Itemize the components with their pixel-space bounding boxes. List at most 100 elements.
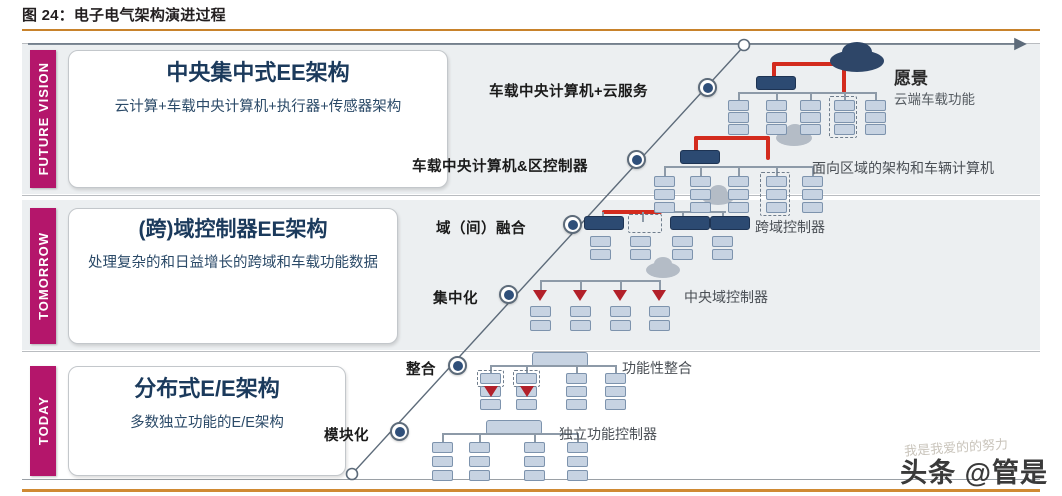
diagram-ecu bbox=[802, 189, 823, 200]
stage-node-modular[interactable] bbox=[390, 422, 409, 441]
diagram-ecu bbox=[865, 112, 886, 123]
diagram-bus bbox=[490, 365, 616, 367]
stage-node-vehicle-computer-zone[interactable] bbox=[627, 150, 646, 169]
era-tab-today[interactable]: TODAY bbox=[30, 366, 56, 476]
diagram-ecu bbox=[649, 306, 670, 317]
diagram-ecu bbox=[766, 176, 787, 187]
diagram-ecu bbox=[480, 373, 501, 384]
diagram-ecu bbox=[567, 456, 588, 467]
diagram-centralized bbox=[530, 257, 680, 338]
stage-node-domain-fusion[interactable] bbox=[563, 215, 582, 234]
diagram-ecu bbox=[516, 399, 537, 410]
stage-label-integration: 整合 bbox=[406, 362, 436, 378]
era-tab-tomorrow[interactable]: TOMORROW bbox=[30, 208, 56, 344]
diagram-ecu bbox=[834, 100, 855, 111]
diagram-ecu bbox=[630, 236, 651, 247]
diagram-ecu bbox=[610, 306, 631, 317]
era-tab-future-vision[interactable]: FUTURE VISION bbox=[30, 50, 56, 188]
diagram-ecu bbox=[834, 112, 855, 123]
diagram-wire bbox=[659, 280, 661, 292]
diagram-ecu bbox=[728, 124, 749, 135]
diagram-ecu bbox=[690, 176, 711, 187]
diagram-integration bbox=[477, 352, 626, 410]
diagram-ecu bbox=[516, 373, 537, 384]
stage-node-vehicle-computer-cloud[interactable] bbox=[698, 78, 717, 97]
diagram-ecu bbox=[469, 470, 490, 481]
card-tomorrow: (跨)域控制器EE架构 处理复杂的和日益增长的跨域和车载功能数据 bbox=[68, 208, 398, 344]
diagram-ecu bbox=[802, 202, 823, 213]
stage-node-centralized[interactable] bbox=[499, 285, 518, 304]
card-future-vision: 中央集中式EE架构 云计算+车载中央计算机+执行器+传感器架构 bbox=[68, 50, 448, 188]
diagram-ecu bbox=[712, 236, 733, 247]
diagram-ecu bbox=[834, 124, 855, 135]
diagram-wire bbox=[526, 365, 528, 374]
diagram-wire bbox=[664, 166, 666, 176]
band-divider-1 bbox=[22, 195, 1040, 196]
zone-link bbox=[694, 136, 698, 152]
diagram-wire bbox=[700, 166, 702, 176]
caption-rule bbox=[22, 29, 1040, 31]
diagram-ecu bbox=[566, 373, 587, 384]
diagram-ecu bbox=[728, 189, 749, 200]
card-subtitle-today: 多数独立功能的E/E架构 bbox=[130, 414, 284, 431]
diagram-bus bbox=[738, 92, 876, 94]
diagram-ecu bbox=[567, 470, 588, 481]
cloud-link bbox=[842, 64, 846, 94]
diagram-ecu bbox=[590, 236, 611, 247]
diagram-domain-fusion bbox=[584, 185, 750, 264]
diagram-wire bbox=[738, 92, 740, 100]
diagram-ecu bbox=[630, 249, 651, 260]
diagram-wire bbox=[540, 280, 542, 292]
diagram-wire bbox=[580, 280, 582, 292]
cloud-icon bbox=[842, 42, 872, 62]
zone-link bbox=[694, 136, 770, 140]
stage-node-integration[interactable] bbox=[448, 356, 467, 375]
card-title-future: 中央集中式EE架构 bbox=[166, 60, 350, 85]
diagram-hub-block bbox=[486, 420, 542, 435]
diagram-ecu bbox=[766, 202, 787, 213]
diagram-ecu bbox=[649, 320, 670, 331]
cloud-icon bbox=[654, 257, 672, 271]
stage-label-centralized: 集中化 bbox=[433, 291, 478, 307]
diagram-ecu bbox=[654, 189, 675, 200]
diagram-ecu bbox=[566, 386, 587, 397]
diagram-ecu bbox=[728, 112, 749, 123]
diagram-ecu bbox=[570, 320, 591, 331]
diagram-canvas: FUTURE VISION TOMORROW TODAY 中央集中式EE架构 云… bbox=[22, 36, 1040, 484]
zone-link bbox=[766, 136, 770, 160]
domain-controller-block bbox=[670, 216, 710, 230]
diagram-highlight-box bbox=[628, 214, 662, 233]
diagram-ecu bbox=[524, 470, 545, 481]
evolution-arrow bbox=[28, 37, 1027, 481]
diagram-wire bbox=[576, 365, 578, 374]
diagram-ecu bbox=[605, 373, 626, 384]
diagram-wire bbox=[812, 166, 814, 176]
card-title-tomorrow: (跨)域控制器EE架构 bbox=[138, 218, 328, 241]
diagram-ecu bbox=[480, 399, 501, 410]
diagram-ecu bbox=[802, 176, 823, 187]
vehicle-computer-block bbox=[756, 76, 796, 90]
diagram-ecu bbox=[800, 100, 821, 111]
stage-label-domain-fusion: 域（间）融合 bbox=[436, 221, 526, 237]
diagram-vehicle-computer-zone bbox=[654, 124, 823, 216]
stage-label-modular: 模块化 bbox=[324, 428, 369, 444]
diagram-ecu bbox=[728, 176, 749, 187]
stage-caption-centralized: 中央域控制器 bbox=[684, 289, 768, 305]
diagram-domain-marker bbox=[613, 290, 627, 301]
diagram-highlight-box bbox=[829, 96, 857, 138]
diagram-wire bbox=[776, 166, 778, 176]
diagram-wire bbox=[615, 365, 617, 374]
diagram-ecu bbox=[654, 202, 675, 213]
stage-caption-vehicle-computer-zone: 面向区域的架构和车辆计算机 bbox=[812, 160, 994, 176]
diagram-ecu bbox=[728, 202, 749, 213]
stage-caption-modular: 独立功能控制器 bbox=[559, 426, 657, 442]
card-title-today: 分布式E/E架构 bbox=[134, 376, 280, 401]
card-subtitle-future: 云计算+车载中央计算机+执行器+传感器架构 bbox=[114, 98, 402, 115]
diagram-ecu bbox=[469, 456, 490, 467]
diagram-ecu bbox=[610, 320, 631, 331]
diagram-wire bbox=[490, 365, 492, 374]
diagram-ecu bbox=[432, 442, 453, 453]
vision-title: 愿景 bbox=[894, 69, 928, 88]
diagram-wire bbox=[534, 433, 536, 443]
